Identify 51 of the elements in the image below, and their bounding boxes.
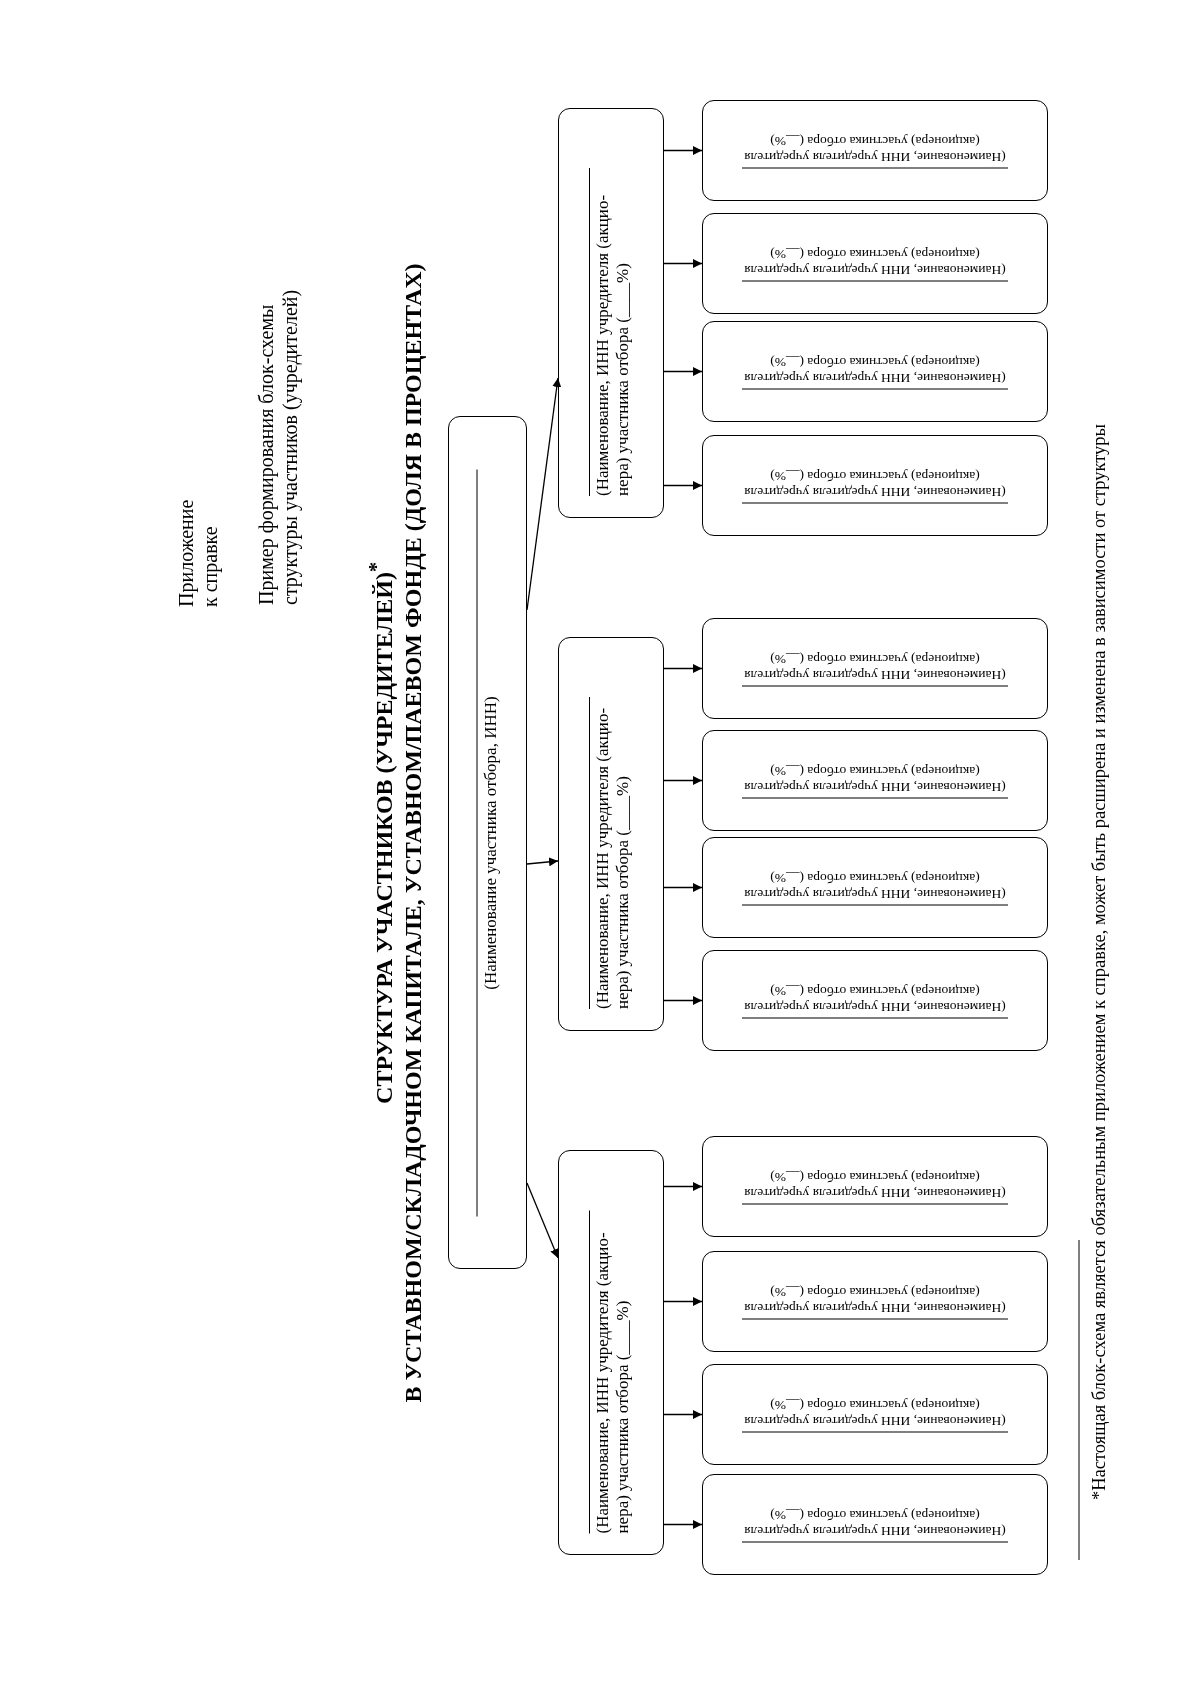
shareholder-box <box>702 730 1048 831</box>
shareholder-box <box>702 950 1048 1051</box>
box-text: (Наименование, ИНН учредителя учредителя (акционера) участника отбора (__%) <box>743 651 1007 682</box>
arrow <box>663 481 703 490</box>
box-text: (Наименование, ИНН учредителя учредителя (акционера) участника отбора (__%) <box>743 870 1007 901</box>
shareholder-box <box>702 1136 1048 1237</box>
shareholder-box <box>702 100 1048 201</box>
box-text: (Наименование, ИНН учредителя (акцио- нера) участника отбора (____%) <box>593 706 633 1009</box>
footnote-text: *Настоящая блок-схема является обязательным приложением к справке, может быть расширена и изменена в зависимости от структуры <box>1087 423 1110 1500</box>
box-text: (Наименование, ИНН учредителя учредителя (акционера) участника отбора (__%) <box>743 246 1007 277</box>
arrow <box>663 883 703 892</box>
shareholder-box <box>702 213 1048 314</box>
founder-box <box>558 1150 664 1555</box>
arrow <box>663 1410 703 1419</box>
box-text: (Наименование, ИНН учредителя (акцио- нера) участника отбора (____%) <box>593 1230 633 1533</box>
box-text: (Наименование, ИНН учредителя (акцио- нера) участника отбора (____%) <box>593 193 633 496</box>
arrow <box>663 367 703 376</box>
shareholder-box <box>702 618 1048 719</box>
arrow <box>526 1182 559 1259</box>
arrow <box>663 259 703 268</box>
box-text: (Наименование, ИНН учредителя учредителя (акционера) участника отбора (__%) <box>743 1169 1007 1200</box>
note-text: Приложение к справке <box>174 498 222 607</box>
box-text: (Наименование, ИНН учредителя учредителя (акционера) участника отбора (__%) <box>743 354 1007 385</box>
shareholder-box <box>702 1364 1048 1465</box>
arrow <box>663 996 703 1005</box>
shareholder-box <box>702 321 1048 422</box>
shareholder-box <box>702 1251 1048 1352</box>
arrow <box>663 664 703 673</box>
box-text: (Наименование, ИНН учредителя учредителя (акционера) участника отбора (__%) <box>743 133 1007 164</box>
box-text: (Наименование, ИНН учредителя учредителя (акционера) участника отбора (__%) <box>743 1284 1007 1315</box>
arrow <box>526 857 559 867</box>
arrow <box>663 1297 703 1306</box>
box-text: (Наименование, ИНН учредителя учредителя (акционера) участника отбора (__%) <box>743 983 1007 1014</box>
participant-box <box>448 416 527 1269</box>
shareholder-box <box>702 837 1048 938</box>
box-text: (Наименование, ИНН учредителя учредителя (акционера) участника отбора (__%) <box>743 1397 1007 1428</box>
shareholder-box <box>702 1474 1048 1575</box>
box-text: (Наименование, ИНН учредителя учредителя (акционера) участника отбора (__%) <box>743 763 1007 794</box>
arrow <box>663 1520 703 1529</box>
shareholder-box <box>702 435 1048 536</box>
note-text: Пример формирования блок-схемы структуры участников (учредителей) <box>254 288 302 605</box>
founder-box <box>558 637 664 1031</box>
arrow <box>663 146 703 155</box>
arrow <box>526 377 562 611</box>
arrow <box>663 776 703 785</box>
diagram-title: СТРУКТУРА УЧАСТНИКОВ (УЧРЕДИТЕЛЕЙ)$^{*}$ В УСТАВНОМ/СКЛАДОЧНОМ КАПИТАЛЕ, УСТАВНОМ/ПАЕВОМ ФОНДЕ (ДОЛЯ В ПРОЦЕНТАХ) <box>364 262 427 1405</box>
founder-box <box>558 108 664 518</box>
box-text: (Наименование, ИНН учредителя учредителя (акционера) участника отбора (__%) <box>743 468 1007 499</box>
box-text: (Наименование, ИНН учредителя учредителя (акционера) участника отбора (__%) <box>743 1507 1007 1538</box>
box-text: (Наименование участника отбора, ИНН) <box>479 694 500 992</box>
arrow <box>663 1182 703 1191</box>
